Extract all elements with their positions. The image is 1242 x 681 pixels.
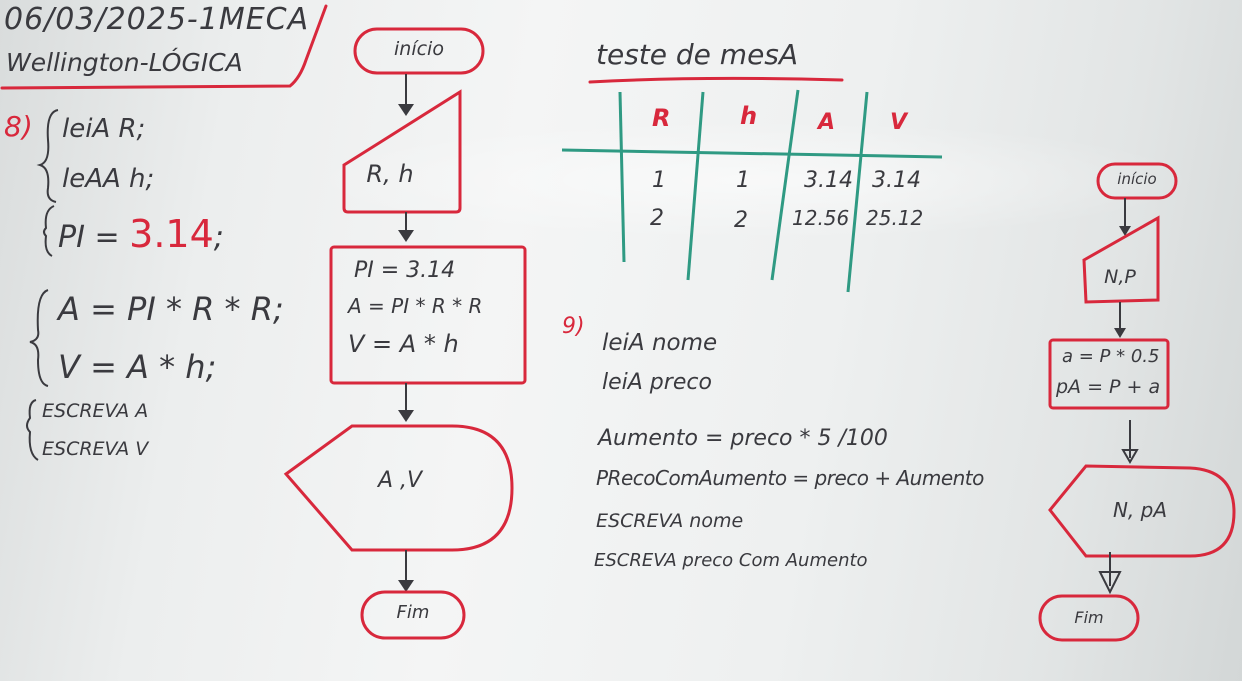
fc1-input-shape [342, 89, 462, 214]
fc2-start-label: início [1117, 170, 1157, 188]
fc1-process-line: A = PI * R * R [348, 294, 483, 318]
ex9-line: ESCREVA preco Com Aumento [594, 550, 868, 571]
ex9-line: leiA preco [602, 370, 712, 395]
fc2-process-line: a = P * 0.5 [1062, 346, 1160, 367]
desk-col-line-1 [618, 91, 626, 263]
desk-cell: 12.56 [792, 206, 850, 230]
ex8-formula-line: V = A * h; [58, 348, 217, 386]
fc1-output-label: A ,V [377, 468, 423, 493]
fc1-output-shape [283, 424, 514, 552]
fc2-output-shape [1048, 464, 1236, 558]
desk-col-line-2 [686, 91, 705, 281]
fc1-end-shape [360, 590, 466, 640]
fc2-arrowhead-3 [1121, 449, 1139, 464]
fc1-arrowhead-2 [398, 230, 414, 242]
header-frame [0, 4, 328, 90]
desk-cell: 1 [736, 168, 750, 193]
brace-inputs [36, 109, 59, 203]
ex8-output-line: ESCREVA A [42, 400, 149, 422]
fc1-process-line: PI = 3.14 [354, 258, 456, 283]
ex9-line: PRecoComAumento = preco + Aumento [596, 466, 984, 490]
fc2-end-label: Fim [1074, 608, 1104, 627]
ex8-input-line: leiA R; [62, 114, 146, 144]
ex9-line: ESCREVA nome [596, 510, 744, 532]
ex8-output-line: ESCREVA V [42, 438, 149, 460]
desk-title-underline [588, 76, 844, 84]
pi-suffix: ; [213, 220, 224, 255]
desk-cell: 2 [650, 206, 664, 231]
fc2-input-shape [1082, 215, 1160, 304]
pi-prefix: PI = [58, 220, 120, 255]
brace-outputs [26, 399, 39, 461]
ex9-line: Aumento = preco * 5 /100 [598, 426, 888, 451]
desk-cell: 1 [652, 168, 666, 193]
fc1-arrowhead-4 [398, 580, 414, 592]
fc2-arrowhead-2 [1114, 328, 1126, 338]
ex8-formula-line: A = PI * R * R; [58, 290, 284, 328]
desk-header-cell: A [818, 110, 836, 135]
fc2-start-shape [1096, 162, 1178, 200]
desk-header-cell: h [740, 102, 758, 130]
fc1-input-label: R, h [366, 160, 414, 188]
desk-header-rule [561, 148, 943, 159]
brace-formulas [29, 289, 49, 387]
fc1-start-shape [353, 27, 485, 75]
fc1-arrowhead-1 [398, 104, 414, 116]
fc1-end-label: Fim [396, 602, 430, 623]
date-line: 06/03/2025-1MECA [4, 2, 310, 37]
fc1-process-shape [329, 245, 527, 385]
fc1-arrowhead-3 [398, 410, 414, 422]
desk-col-line-3 [770, 89, 800, 281]
desk-cell: 3.14 [804, 168, 853, 193]
fc2-arrowhead-4 [1098, 571, 1122, 595]
exercise-9-number: 9) [562, 314, 585, 339]
fc2-input-label: N,P [1104, 266, 1136, 288]
desk-header-cell: R [652, 104, 671, 132]
desk-test-title: teste de mesA [596, 38, 799, 71]
fc2-end-shape [1038, 594, 1140, 642]
desk-header-cell: V [890, 110, 908, 135]
fc1-process-line: V = A * h [348, 330, 459, 358]
ex9-line: leiA nome [602, 330, 718, 356]
desk-cell: 3.14 [872, 168, 921, 193]
pi-value: 3.14 [129, 212, 214, 256]
desk-cell: 25.12 [866, 206, 924, 230]
subject-line: Wellington-LÓGICA [6, 48, 243, 77]
fc2-process-shape [1048, 338, 1170, 410]
fc1-start-label: início [394, 38, 444, 60]
fc2-output-label: N, pA [1112, 498, 1168, 522]
desk-cell: 2 [734, 208, 748, 233]
ex8-pi-line: PI = 3.14; [58, 212, 224, 256]
fc2-arrowhead-1 [1119, 226, 1131, 236]
desk-col-line-4 [846, 91, 869, 293]
fc2-process-line: pA = P + a [1056, 376, 1161, 398]
brace-pi [43, 205, 55, 257]
ex8-input-line: leAA h; [62, 164, 155, 194]
exercise-8-number: 8) [4, 110, 33, 143]
